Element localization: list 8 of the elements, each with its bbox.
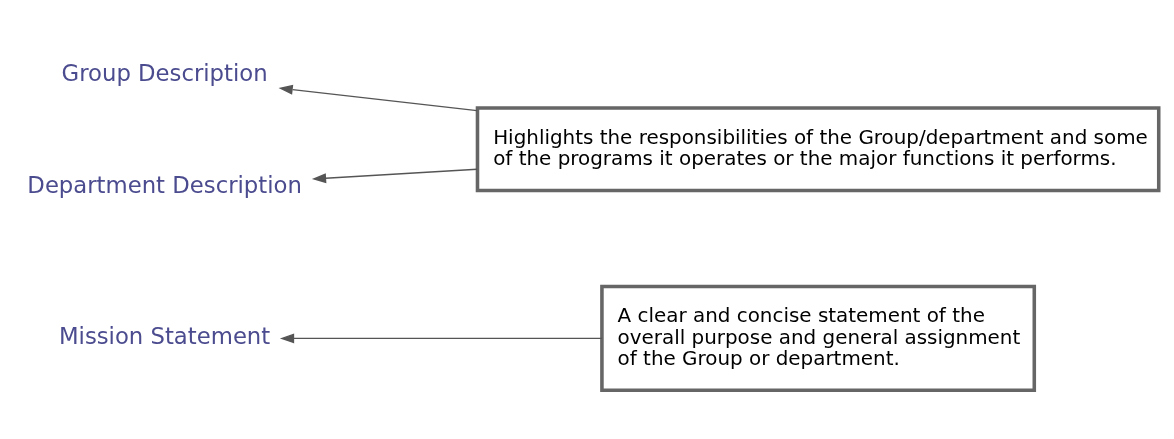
node-text: Mission Statement [58,322,271,349]
node-text: Group Description [61,59,268,86]
arrow [311,168,478,183]
node-box: Highlights the responsibilities of the Group/department and some of the programs it operates or the major functions it performs. [475,105,1161,192]
node-text: Department Description [27,171,302,198]
arrow [279,332,603,343]
arrow [278,84,478,111]
node-box: A clear and concise statement of the overall purpose and general assignment of the Group or department. [600,284,1037,392]
